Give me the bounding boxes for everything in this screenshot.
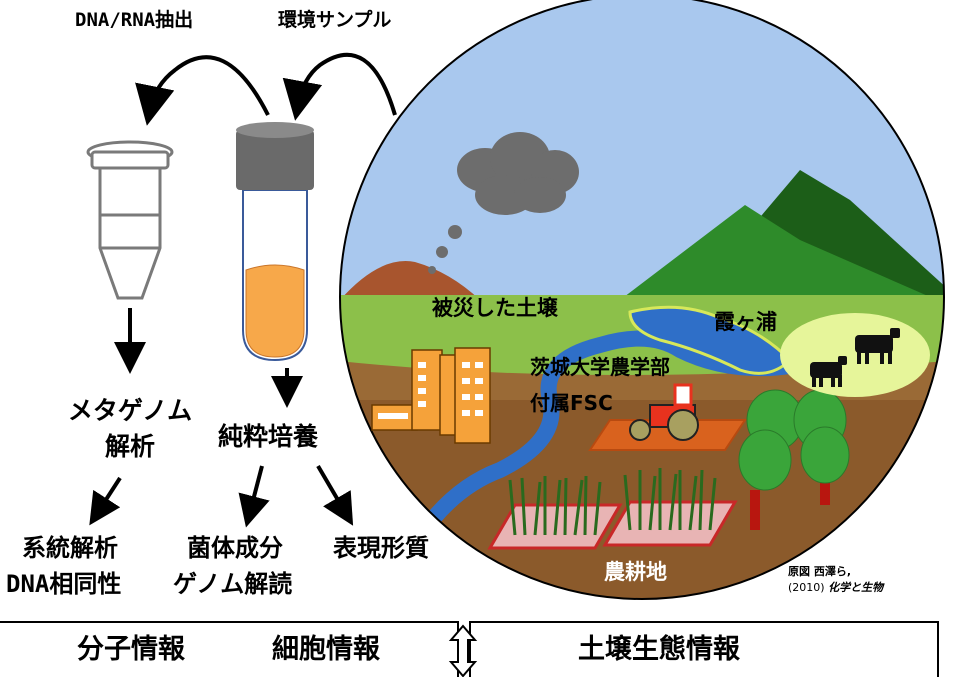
label-dna-rna-extraction: DNA/RNA抽出 [75, 9, 194, 31]
arrow-metagenome-to-phylo [89, 476, 122, 526]
microtube-icon [86, 140, 174, 300]
curve-arrow-extraction [135, 55, 270, 126]
tractor-icon [629, 383, 699, 441]
rice-plants [508, 468, 717, 536]
cow-icon [810, 356, 847, 387]
bottom-bar-molecular-info: 分子情報 [77, 634, 185, 665]
label-phenotype: 表現形質 [333, 534, 429, 562]
label-damaged-soil: 被災した土壌 [432, 296, 558, 320]
building-windows [378, 362, 483, 419]
building-icon [371, 347, 491, 444]
smoke-cloud [428, 132, 579, 274]
label-kasumigaura: 霞ヶ浦 [714, 310, 777, 334]
source-citation-year: (2010) [788, 581, 829, 594]
label-metagenome-line1: メタゲノム [67, 396, 193, 425]
environment-circle [340, 0, 944, 599]
label-environmental-sample: 環境サンプル [278, 9, 392, 31]
label-phylogenetic-analysis: 系統解析 [22, 534, 118, 562]
bottom-bar-cell-info: 細胞情報 [272, 634, 380, 665]
trees [738, 389, 850, 530]
mound [340, 261, 480, 300]
arrow-culture-to-cell [238, 465, 270, 528]
arrow-culture-to-phenotype [316, 464, 354, 526]
tractor-field [588, 419, 747, 451]
label-cell-components: 菌体成分 [187, 534, 283, 562]
curve-arrow-sample [282, 53, 397, 121]
label-metagenome-line2: 解析 [104, 432, 155, 461]
cow-icon [855, 328, 900, 364]
pasture [780, 313, 930, 397]
mountain-front [620, 205, 944, 320]
source-citation-line1: 原図 西澤ら, [788, 565, 852, 578]
label-ibaraki-univ-line1: 茨城大学農学部 [530, 355, 670, 379]
culture-tube-icon [236, 122, 314, 362]
lake [628, 305, 793, 375]
label-genome-reading: ゲノム解読 [173, 570, 293, 598]
bottom-bar-soil-ecology-info: 土壌生態情報 [578, 634, 740, 665]
label-dna-homology: DNA相同性 [6, 570, 122, 598]
label-farmland: 農耕地 [604, 560, 667, 584]
source-citation-journal: 化学と生物 [828, 581, 884, 594]
double-arrow-icon [448, 624, 478, 677]
label-pure-culture: 純粋培養 [218, 422, 319, 451]
source-citation-line2: (2010) 化学と生物 [788, 581, 884, 595]
environment-circle-outline [339, 0, 945, 600]
label-ibaraki-univ-line2: 付属FSC [530, 391, 613, 415]
